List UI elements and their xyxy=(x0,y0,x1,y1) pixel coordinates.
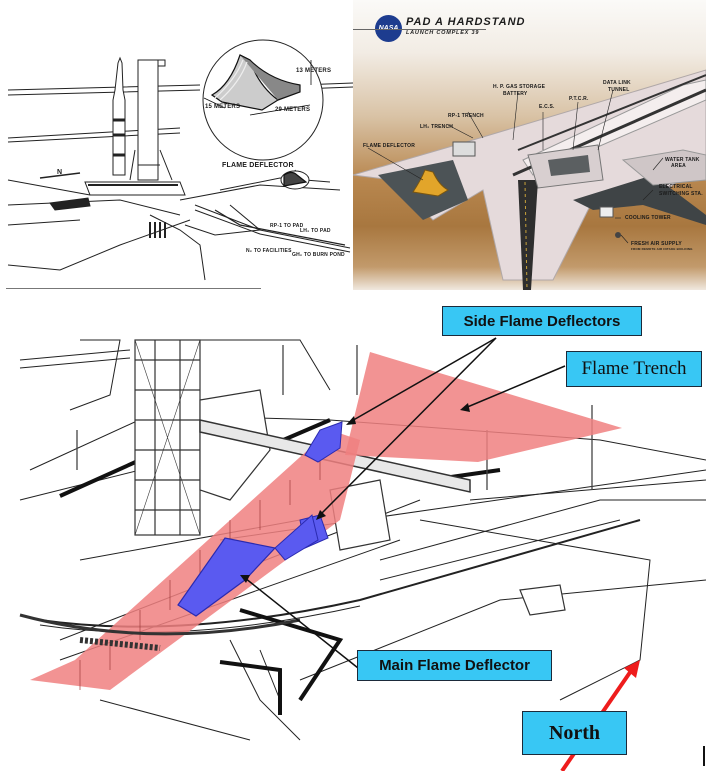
ecs-label: E.C.S. xyxy=(539,104,555,110)
hardstand-title: PAD A HARDSTAND xyxy=(406,16,526,28)
width-label: 15 METERS xyxy=(205,104,241,110)
launch-pad-line-drawing xyxy=(7,39,353,281)
flame-trench-callout: Flame Trench xyxy=(566,351,702,387)
hp-gas-label-2: BATTERY xyxy=(503,91,528,97)
electrical-label-2: SWITCHING STA. xyxy=(659,191,703,197)
data-link-label-2: TUNNEL xyxy=(608,87,630,93)
flame-deflector-label: FLAME DEFLECTOR xyxy=(363,143,416,149)
panel-divider xyxy=(6,288,261,289)
water-tank-label-2: AREA xyxy=(671,163,686,169)
water-tank-label: WATER TANK xyxy=(665,157,700,163)
pad-hardstand-illustration xyxy=(353,69,706,290)
electrical-label: ELECTRICAL xyxy=(659,184,693,190)
fresh-air-label: FRESH AIR SUPPLY xyxy=(631,241,682,247)
nasa-logo: NASA xyxy=(375,15,402,42)
flame-deflector-label: FLAME DEFLECTOR xyxy=(222,162,294,169)
gh2-to-burn-pond-label: GH₂ TO BURN POND xyxy=(292,252,345,258)
side-flame-deflectors-callout: Side Flame Deflectors xyxy=(442,306,642,336)
north-marker-label: N xyxy=(57,169,63,176)
text-cursor-mark xyxy=(703,746,705,766)
lh2-to-pad-label: LH₂ TO PAD xyxy=(300,228,331,234)
rp1-to-pad-label: RP-1 TO PAD xyxy=(270,223,304,229)
height-label: 13 METERS xyxy=(296,68,332,74)
title-rule xyxy=(353,29,486,30)
length-label: 29 METERS xyxy=(275,107,311,113)
pad-a-hardstand-panel: NASA PAD A HARDSTAND LAUNCH COMPLEX 39 H… xyxy=(353,0,706,290)
north-callout: North xyxy=(522,711,627,755)
pad-line-drawing xyxy=(19,337,706,771)
n2-to-facilities-label: N₂ TO FACILITIES xyxy=(246,248,292,254)
lh2-trench-label: LH₂ TRENCH xyxy=(420,124,454,130)
data-link-label: DATA LINK xyxy=(603,80,631,86)
ptcr-label: P.T.C.R. xyxy=(569,96,589,102)
main-flame-deflector-callout: Main Flame Deflector xyxy=(357,650,552,681)
rp1-trench-label: RP-1 TRENCH xyxy=(448,113,484,119)
hp-gas-label: H. P. GAS STORAGE xyxy=(493,84,546,90)
annotated-flame-trench-diagram: Side Flame Deflectors Flame Trench Main … xyxy=(0,290,706,771)
cooling-tower-label: COOLING TOWER xyxy=(625,215,671,221)
flame-deflector-drawing-panel: 13 METERS 15 METERS 29 METERS FLAME DEFL… xyxy=(0,0,353,290)
fresh-air-label-2: FROM REMOTE AIR INTAKE BUILDING xyxy=(631,247,693,251)
hardstand-subtitle: LAUNCH COMPLEX 39 xyxy=(406,30,480,36)
